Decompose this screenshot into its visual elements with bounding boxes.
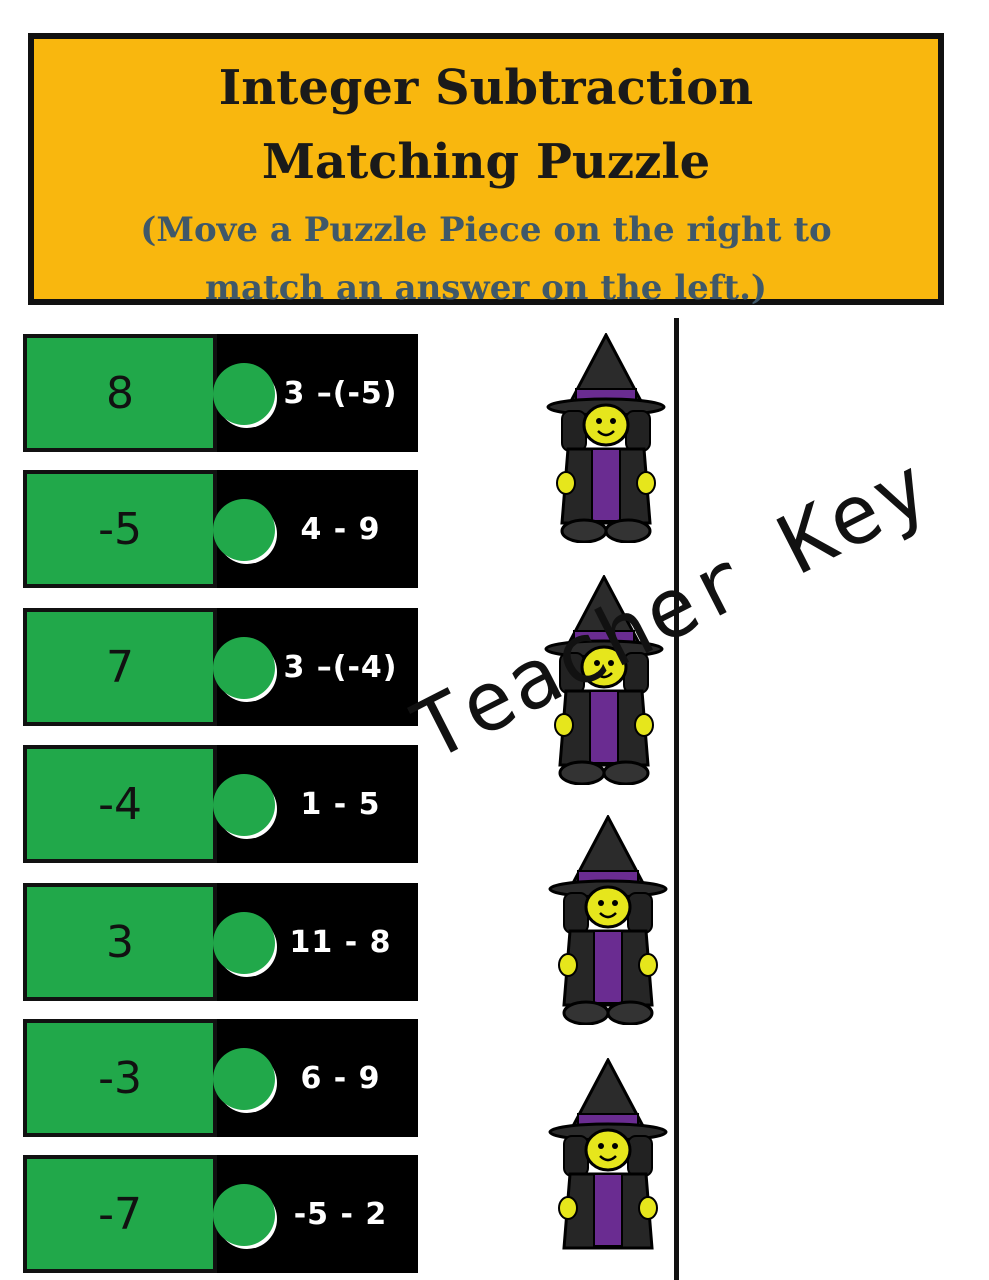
- puzzle-piece-7[interactable]: -7 -5 - 2: [23, 1155, 418, 1273]
- instructions-line-1: (Move a Puzzle Piece on the right to: [140, 210, 832, 250]
- puzzle-piece-4[interactable]: -4 1 - 5: [23, 745, 418, 863]
- page-title-line-1: Integer Subtraction: [218, 60, 754, 116]
- puzzle-knob: [213, 637, 275, 699]
- answer-cell: -4: [23, 745, 217, 863]
- puzzle-piece-5[interactable]: 3 11 - 8: [23, 883, 418, 1001]
- answer-cell: 8: [23, 334, 217, 452]
- teacher-key-stamp: Teacher Key: [398, 438, 946, 780]
- puzzle-knob: [213, 774, 275, 836]
- witch-figure: [546, 333, 666, 543]
- puzzle-knob: [213, 1048, 275, 1110]
- answer-cell: -5: [23, 470, 217, 588]
- witch-figure: [544, 575, 664, 785]
- puzzle-knob: [213, 363, 275, 425]
- answer-cell: 7: [23, 608, 217, 726]
- title-banner: Integer Subtraction Matching Puzzle (Mov…: [28, 33, 944, 308]
- answer-cell: -7: [23, 1155, 217, 1273]
- witch-icon: [548, 1058, 668, 1250]
- witch-icon: [548, 815, 668, 1025]
- column-divider: [674, 318, 679, 1280]
- witch-figure: [548, 815, 668, 1025]
- witch-icon: [546, 333, 666, 543]
- puzzle-knob: [213, 1184, 275, 1246]
- question-cell[interactable]: 1 - 5: [217, 745, 418, 863]
- witch-figure: [548, 1058, 668, 1250]
- puzzle-piece-3[interactable]: 7 3 –(-4): [23, 608, 418, 726]
- puzzle-piece-1[interactable]: 8 3 –(-5): [23, 334, 418, 452]
- page-title-line-2: Matching Puzzle: [261, 134, 711, 190]
- answer-cell: -3: [23, 1019, 217, 1137]
- puzzle-knob: [213, 499, 275, 561]
- answer-cell: 3: [23, 883, 217, 1001]
- puzzle-knob: [213, 912, 275, 974]
- puzzle-piece-2[interactable]: -5 4 - 9: [23, 470, 418, 588]
- witch-icon: [544, 575, 664, 785]
- instructions-line-2: match an answer on the left.): [204, 268, 768, 308]
- puzzle-piece-6[interactable]: -3 6 - 9: [23, 1019, 418, 1137]
